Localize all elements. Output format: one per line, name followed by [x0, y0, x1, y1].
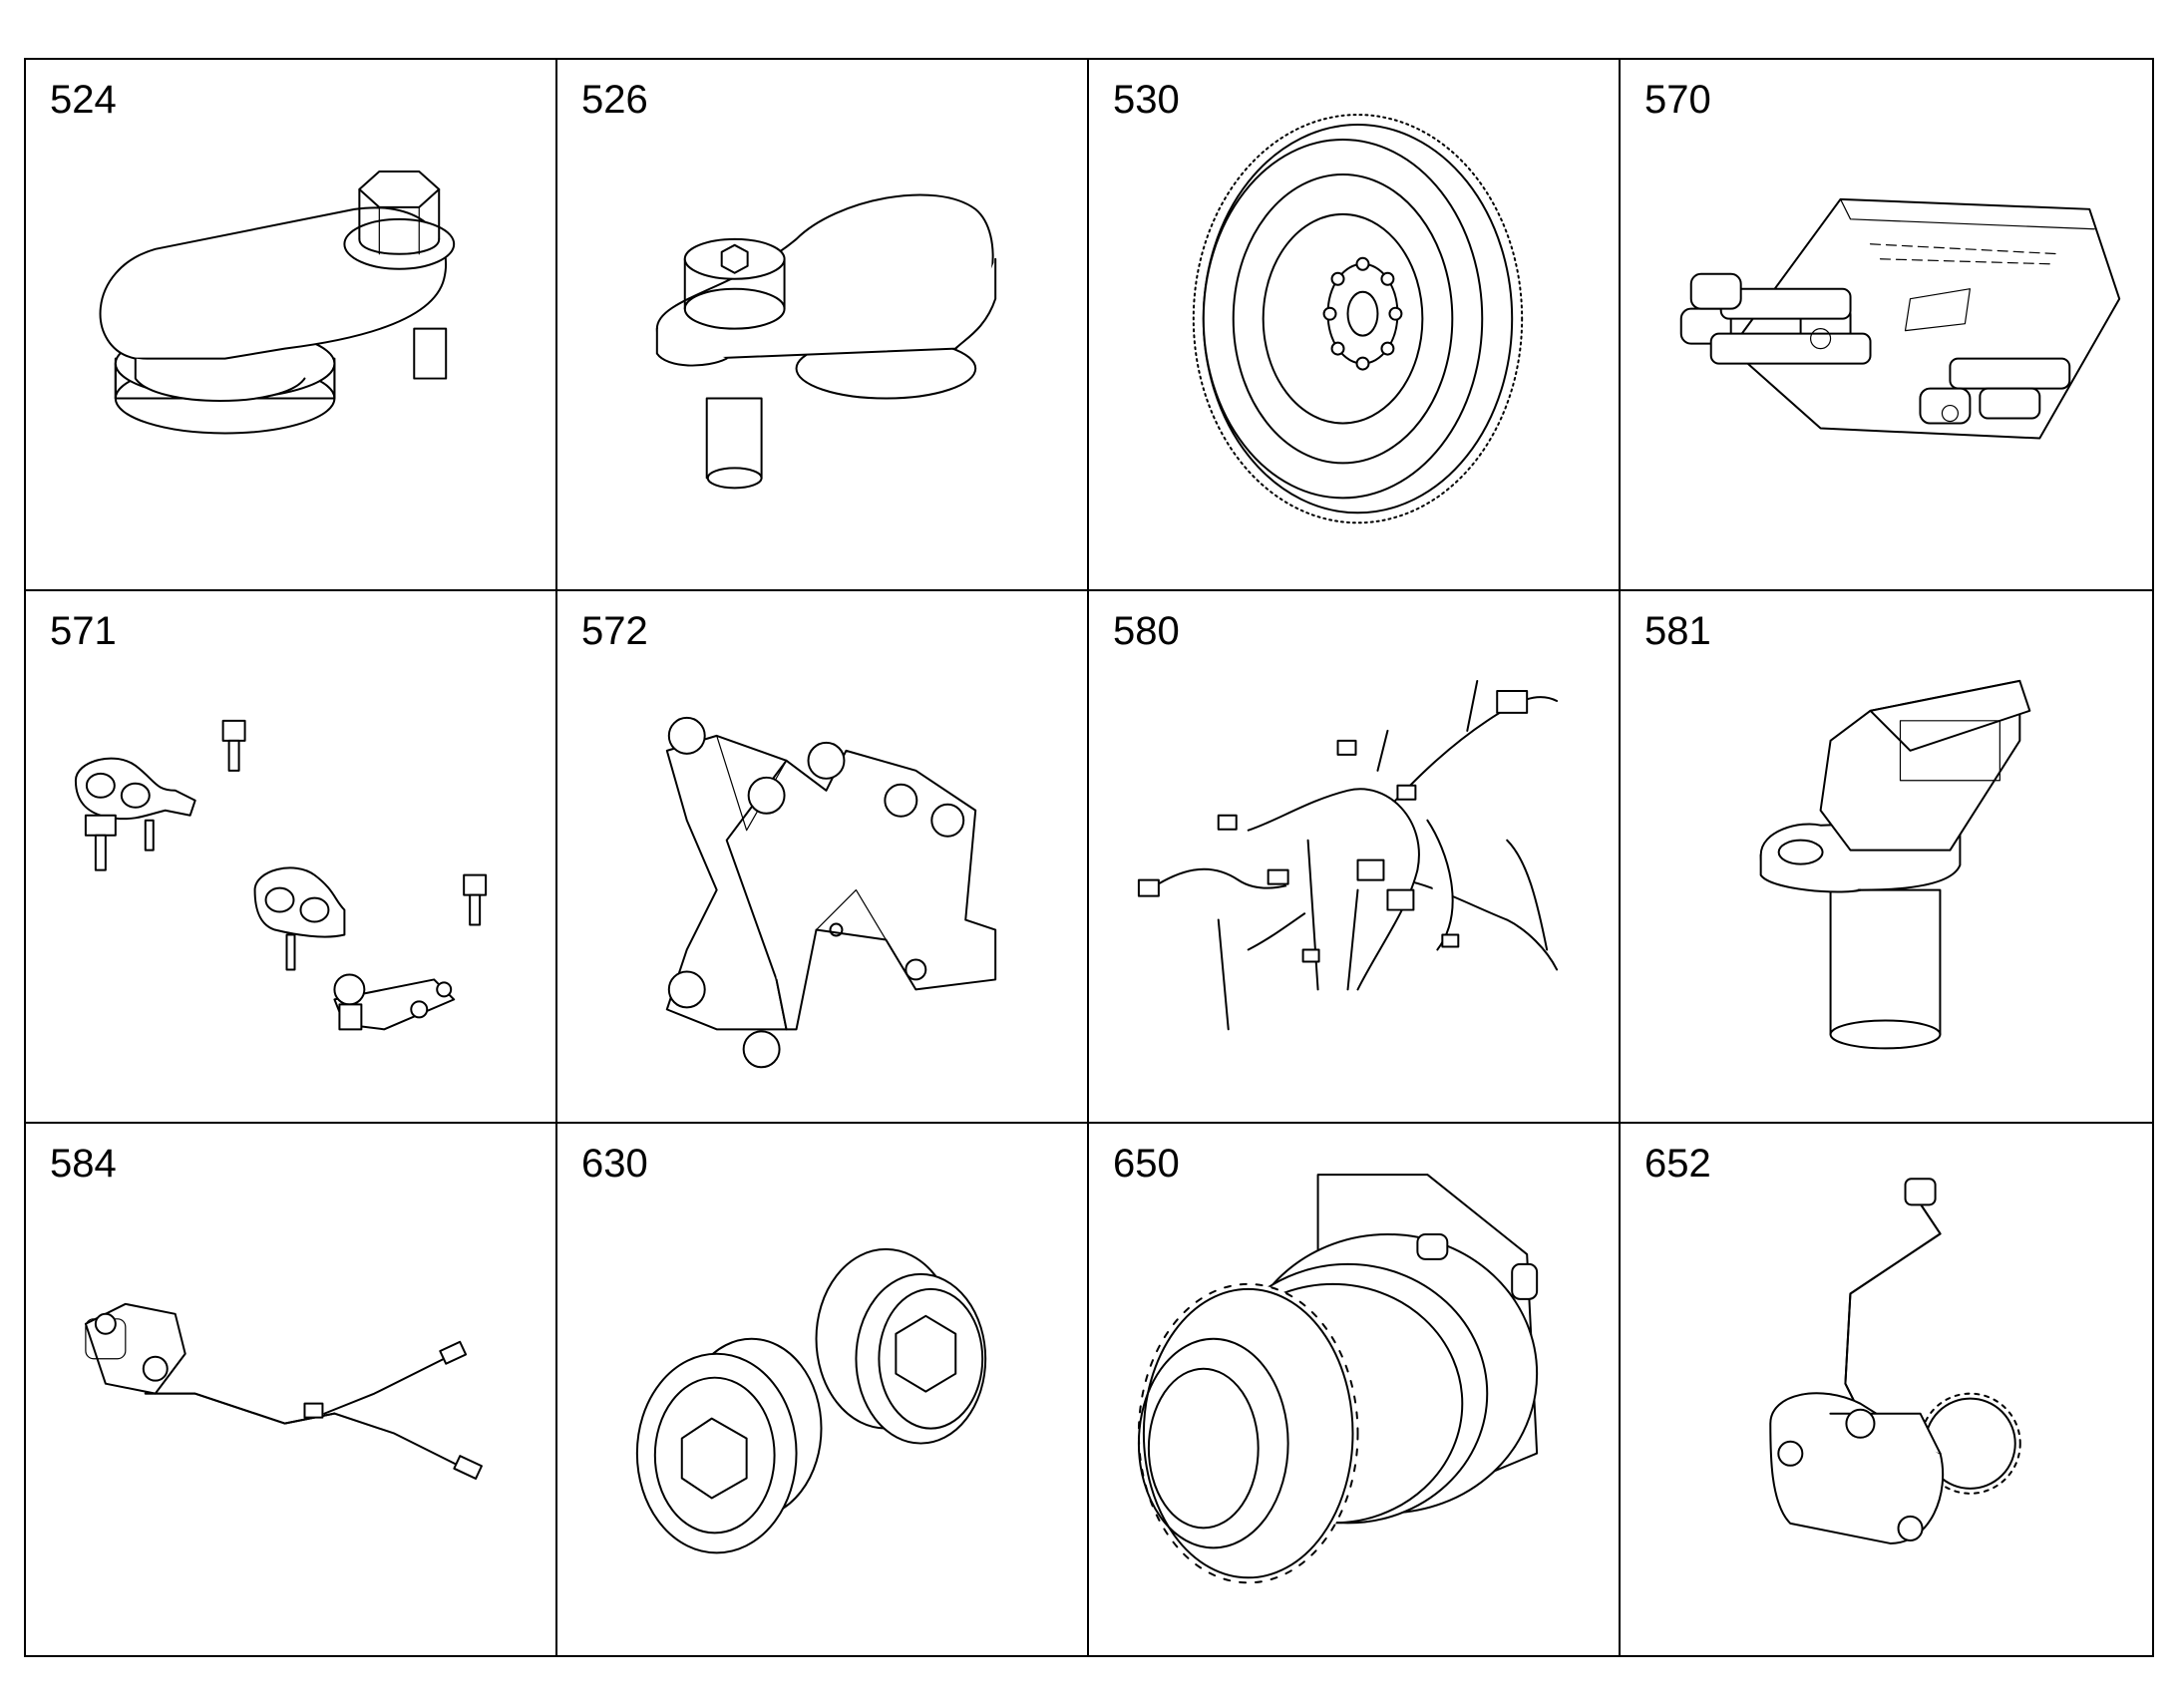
gear-drive-assembly-icon: [1137, 1173, 1539, 1583]
mounting-bracket-icon: [665, 717, 997, 1069]
valve-body-solenoids-icon: [1679, 197, 2121, 440]
speed-sensor-icon: [1759, 680, 2031, 1050]
hex-plugs-icon: [635, 1247, 987, 1554]
part-cell-584[interactable]: 584: [26, 1123, 557, 1655]
part-number: 572: [581, 609, 648, 654]
sensor-with-cable-icon: [84, 1302, 483, 1480]
part-cell-572[interactable]: 572: [557, 591, 1089, 1124]
part-number: 650: [1113, 1141, 1180, 1186]
part-cell-652[interactable]: 652: [1621, 1124, 2152, 1655]
part-cell-524[interactable]: 524: [26, 60, 557, 592]
part-cell-580[interactable]: 580: [1089, 591, 1621, 1124]
part-number: 580: [1113, 609, 1180, 654]
part-number: 571: [50, 609, 117, 654]
part-number: 652: [1644, 1141, 1711, 1186]
wiring-harness-icon: [1137, 680, 1559, 1031]
part-cell-530[interactable]: 530: [1089, 60, 1621, 592]
part-cell-571[interactable]: 571: [26, 591, 557, 1124]
part-cell-650[interactable]: 650: [1089, 1123, 1621, 1655]
part-cell-630[interactable]: 630: [557, 1123, 1089, 1655]
part-number: 524: [50, 78, 117, 122]
part-number: 581: [1644, 609, 1711, 654]
flywheel-ring-gear-icon: [1192, 114, 1524, 524]
parts-grid: 524 526: [24, 58, 2154, 1657]
bracket-with-socket-head-bolt-icon: [655, 193, 997, 490]
sensor-bracket-with-hex-bolt-icon: [99, 170, 456, 435]
pump-with-line-icon: [1769, 1177, 2021, 1544]
part-number: 630: [581, 1141, 648, 1186]
part-number: 530: [1113, 78, 1180, 122]
part-number: 526: [581, 78, 648, 122]
part-cell-570[interactable]: 570: [1621, 60, 2152, 592]
clamps-and-bolts-kit-icon: [74, 720, 488, 1031]
part-cell-581[interactable]: 581: [1621, 591, 2152, 1124]
part-number: 584: [50, 1141, 117, 1186]
part-cell-526[interactable]: 526: [557, 60, 1089, 592]
part-number: 570: [1644, 78, 1711, 122]
